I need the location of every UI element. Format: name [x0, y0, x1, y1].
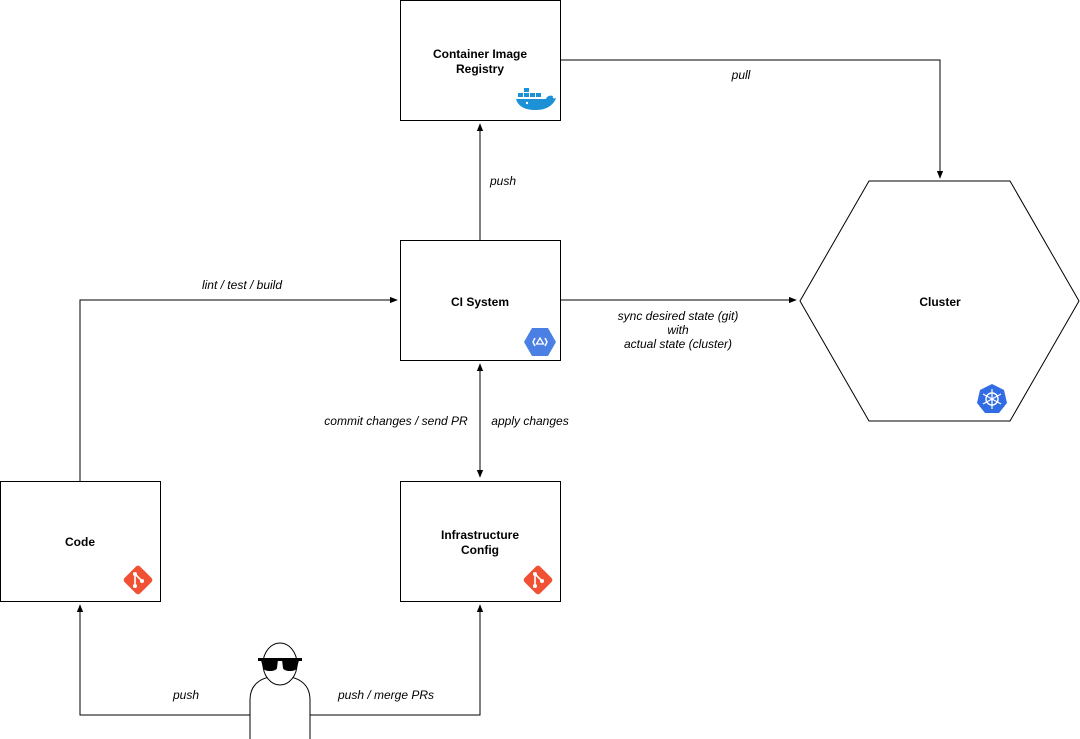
infra-title-line1: Infrastructure [441, 528, 519, 542]
edge-label-push-merge: push / merge PRs [337, 688, 434, 702]
edge-push-code [76, 604, 250, 716]
infra-title-line2: Config [461, 543, 499, 557]
docker-whale-icon [516, 88, 556, 110]
kubernetes-helm-icon [977, 384, 1007, 413]
node-infrastructure-config[interactable]: Infrastructure Config [400, 481, 561, 602]
git-icon [523, 565, 553, 595]
edge-push-merge [310, 604, 484, 716]
edge-label-push-code: push [172, 688, 199, 702]
edge-label-push-registry: push [489, 174, 516, 188]
node-ci-system[interactable]: CI System [400, 240, 561, 361]
edge-label-lint-test-build: lint / test / build [202, 278, 282, 292]
edge-label-sync-2: with [667, 323, 689, 337]
git-icon [123, 565, 153, 595]
user-with-sunglasses-icon[interactable] [249, 642, 311, 739]
cluster-title: Cluster [919, 295, 961, 309]
node-code[interactable]: Code [0, 481, 161, 602]
code-title: Code [65, 535, 95, 549]
registry-title-line2: Registry [456, 62, 504, 76]
edge-label-sync-1: sync desired state (git) [618, 309, 739, 323]
registry-title-line1: Container Image [433, 47, 527, 61]
gcp-cloud-build-icon [524, 328, 556, 356]
node-container-registry[interactable]: Container Image Registry [400, 0, 561, 121]
node-cluster[interactable]: Cluster [799, 180, 1080, 422]
edge-label-commit: commit changes / send PR [324, 414, 468, 428]
edge-label-apply: apply changes [491, 414, 568, 428]
ci-title: CI System [451, 295, 509, 309]
edge-label-sync-3: actual state (cluster) [624, 337, 732, 351]
edge-label-pull: pull [731, 68, 751, 82]
edge-pull [560, 59, 944, 179]
edge-lint-test-build [79, 296, 398, 481]
